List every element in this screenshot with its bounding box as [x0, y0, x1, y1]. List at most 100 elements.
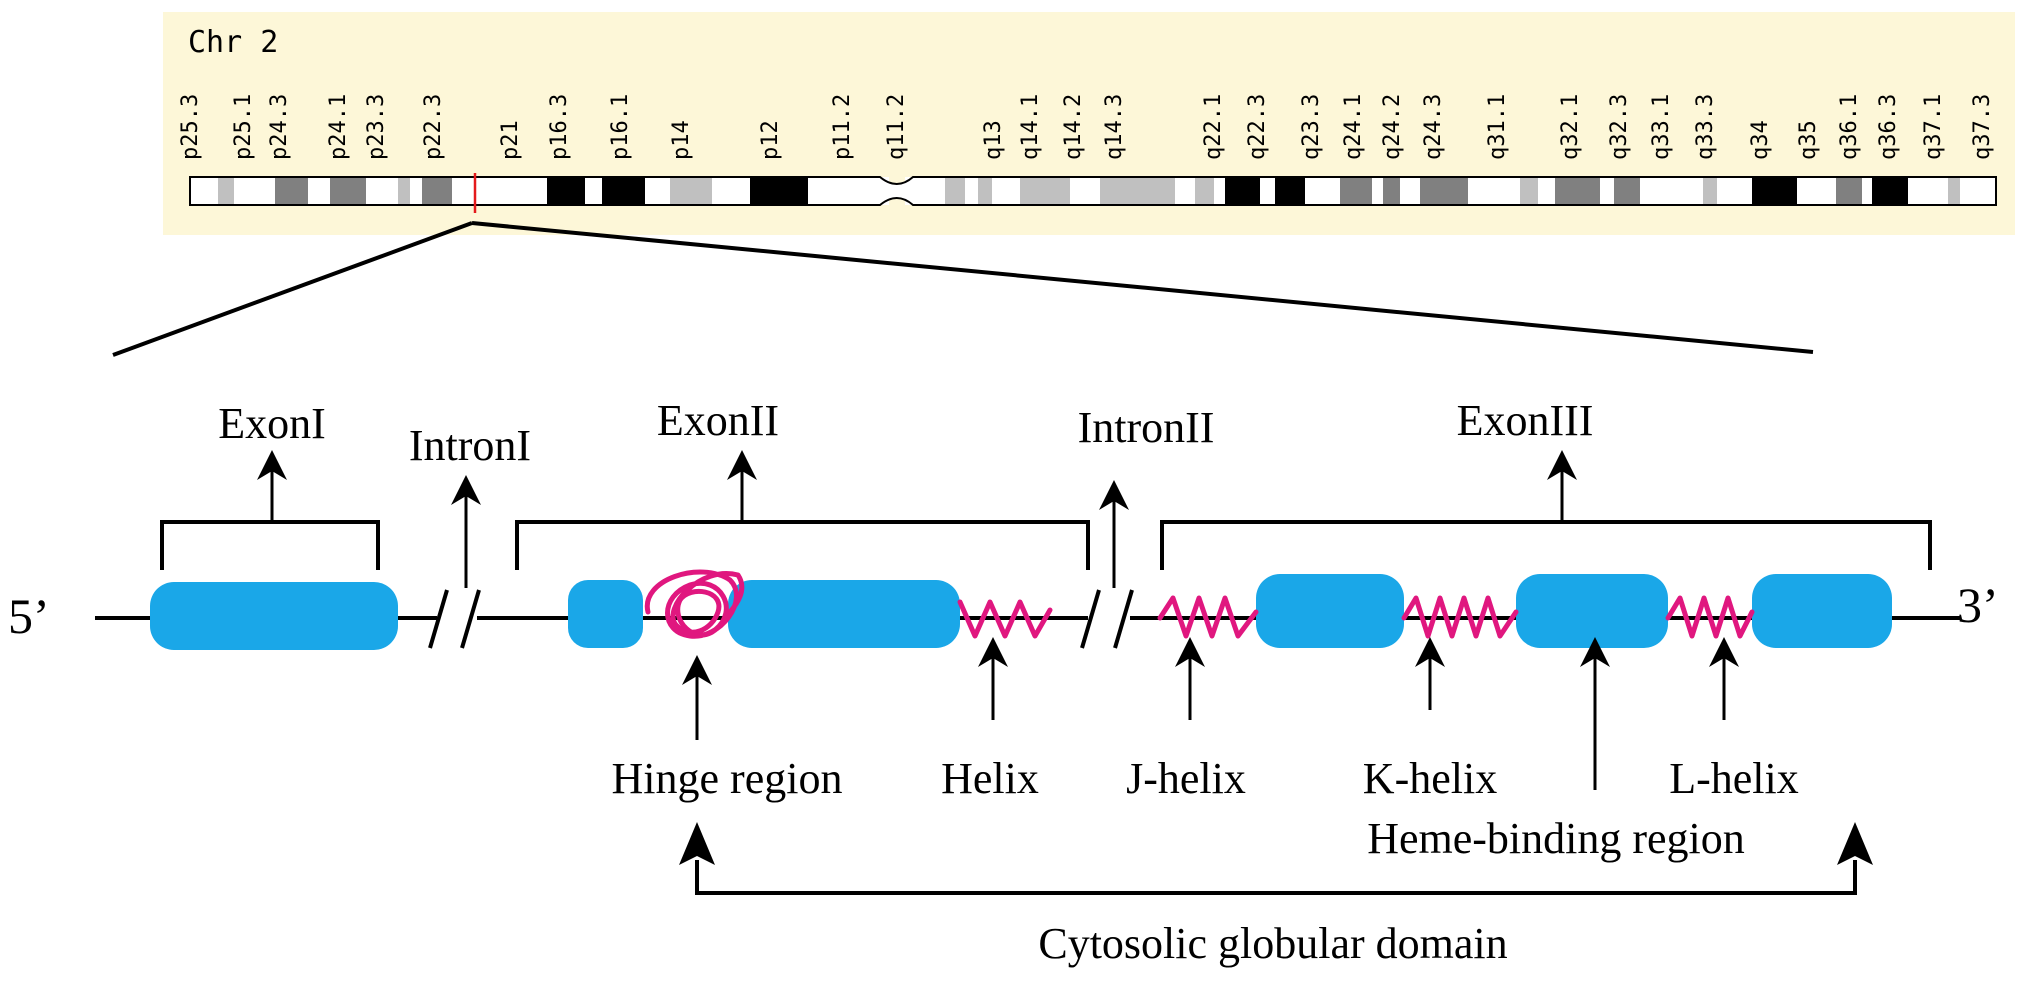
chromosome-band-segment: [1340, 177, 1372, 205]
chromosome-band-segment: [1797, 177, 1836, 205]
chromosome-band-segment: [1703, 177, 1717, 205]
chromosome-band-segment: [1908, 177, 1948, 205]
helix-features: [644, 569, 1755, 639]
l-helix-label: L-helix: [1669, 754, 1799, 803]
band-label: q24.1: [1341, 94, 1366, 160]
band-label: p24.1: [326, 94, 351, 160]
chromosome-band-segment: [1538, 177, 1555, 205]
chromosome-band-segment: [1948, 177, 1960, 205]
chromosome-band-segment: [1960, 177, 1996, 205]
j-helix-zigzag: [1157, 595, 1259, 639]
exon-2-label: ExonII: [657, 396, 779, 445]
k-helix-zigzag: [1401, 595, 1519, 639]
heme-binding-label: Heme-binding region: [1367, 814, 1745, 863]
band-label: q13: [981, 120, 1006, 160]
chromosome-band-segment: [1383, 177, 1400, 205]
chromosome-band-segment: [1214, 177, 1225, 205]
band-label: q24.2: [1380, 94, 1405, 160]
chromosome-band-segment: [1717, 177, 1752, 205]
j-helix-label: J-helix: [1126, 754, 1246, 803]
band-label: q22.1: [1201, 94, 1226, 160]
band-label: q33.1: [1649, 94, 1674, 160]
chromosome-band-segment: [1175, 177, 1195, 205]
chromosome-band-segment: [750, 177, 808, 205]
chromosome-band-segment: [190, 177, 218, 205]
k-helix-label: K-helix: [1363, 754, 1497, 803]
exon-1-bracket: [160, 520, 380, 570]
chromosome-band-segment: [670, 177, 712, 205]
chromosome-band-segment: [410, 177, 422, 205]
chromosome-band-segment: [1555, 177, 1600, 205]
chromosome-outline: [189, 176, 1997, 206]
chromosome-band-segment: [1836, 177, 1862, 205]
chromosome-band-segment: [965, 177, 978, 205]
exon-3-label: ExonIII: [1457, 396, 1594, 445]
intron-1-label: IntronI: [409, 421, 531, 470]
three-prime-label: 3’: [1957, 577, 1999, 633]
helix-label: Helix: [941, 754, 1039, 803]
brackets: [160, 520, 1932, 570]
chromosome-band-segment: [1600, 177, 1614, 205]
chromosome-band-segment: [1468, 177, 1520, 205]
exon-3-bracket: [1160, 520, 1932, 570]
band-label: p12: [758, 120, 783, 160]
band-label: p22.3: [421, 94, 446, 160]
chromosome-band-segment: [1752, 177, 1797, 205]
chromosome-band-segment: [1520, 177, 1538, 205]
chromosome-band-segment: [547, 177, 585, 205]
domain-arrowhead-right: [1837, 822, 1873, 865]
chromosome-band-segment: [1305, 177, 1340, 205]
chromosome-band-segment: [1260, 177, 1275, 205]
chromosome-band-segment: [808, 177, 889, 205]
exon-2-bracket: [515, 520, 1090, 570]
chromosome-band-segment: [1400, 177, 1420, 205]
chromosome-band-segment: [1862, 177, 1872, 205]
domain-span-line: [695, 860, 1857, 895]
band-label: q34: [1748, 120, 1773, 160]
exon-blocks: [150, 574, 1892, 650]
chromosome-band-segment: [1372, 177, 1383, 205]
chromosome-band-segment: [1420, 177, 1468, 205]
chromosome-band-segment: [945, 177, 965, 205]
band-label: q14.2: [1061, 94, 1086, 160]
chromosome-band-segment: [1020, 177, 1070, 205]
break-mark-2b: [1113, 589, 1134, 649]
intron-2-label: IntronII: [1078, 403, 1215, 452]
band-label: q37.1: [1921, 94, 1946, 160]
band-label: p11.2: [830, 94, 855, 160]
chromosome-band-segment: [1872, 177, 1908, 205]
chromosome-band-segment: [452, 177, 547, 205]
chromosome-band-segment: [1195, 177, 1214, 205]
band-label: q14.1: [1018, 94, 1043, 160]
band-label: q36.1: [1837, 94, 1862, 160]
chromosome-band-segment: [330, 177, 366, 205]
chromosome-band-segment: [398, 177, 410, 205]
chromosome-band-segment: [645, 177, 670, 205]
band-label: p25.1: [231, 94, 256, 160]
exon-2b-block: [728, 580, 960, 648]
break-mark-1b: [460, 589, 481, 649]
band-label: q31.1: [1485, 94, 1510, 160]
exon-1-block: [150, 582, 398, 650]
break-mark-2a: [1080, 589, 1101, 649]
band-label: p24.3: [267, 94, 292, 160]
cytosolic-domain-span: [679, 822, 1873, 895]
domain-arrowhead-left: [679, 822, 715, 865]
chromosome-band-segment: [1225, 177, 1260, 205]
exon-3a-block: [1256, 574, 1404, 648]
chromosome-band-segment: [366, 177, 398, 205]
band-label: p25.3: [178, 94, 203, 160]
cytosolic-domain-label: Cytosolic globular domain: [1038, 919, 1507, 968]
band-label: q32.1: [1558, 94, 1583, 160]
band-label: q24.3: [1421, 94, 1446, 160]
band-label: q14.3: [1102, 94, 1127, 160]
chromosome-band-segment: [1100, 177, 1175, 205]
exon-3b-block: [1516, 574, 1668, 648]
chromosome-band-segment: [712, 177, 750, 205]
chromosome-band-segment: [234, 177, 275, 205]
centromere: [880, 177, 913, 205]
exon-2a-block: [568, 580, 643, 648]
chromosome-band-segment: [1640, 177, 1703, 205]
five-prime-label: 5’: [8, 588, 50, 644]
